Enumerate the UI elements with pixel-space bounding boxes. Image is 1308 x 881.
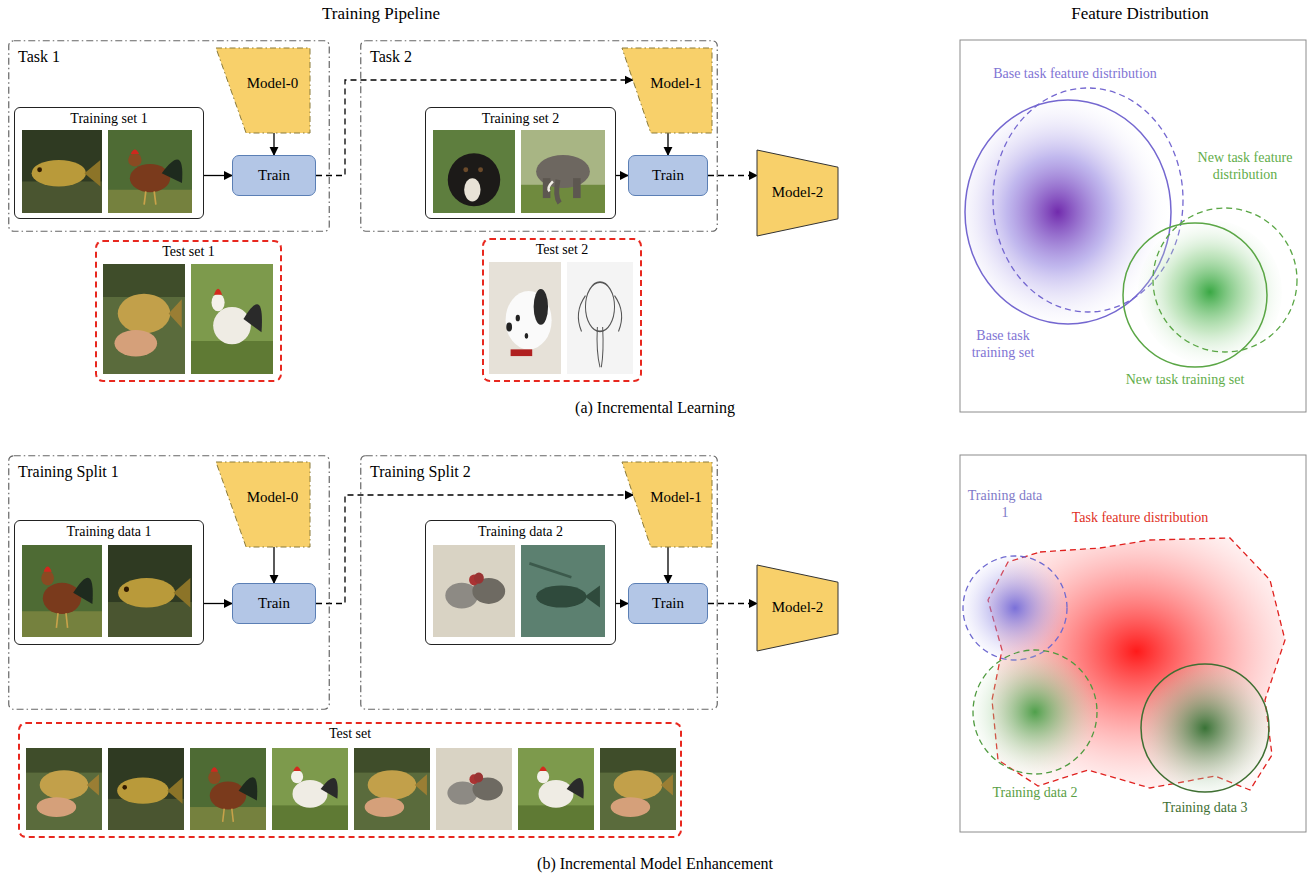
model-name: Model-0 xyxy=(247,489,299,506)
task-box: Training Split 2Model-1Training data 2Tr… xyxy=(360,455,718,710)
test-set-box: Test set 1 xyxy=(95,240,282,382)
training-set-box: Training set 2 xyxy=(425,107,616,219)
model-handoff-arrow xyxy=(316,80,633,176)
flow-arrow xyxy=(273,547,274,583)
flow-arrow xyxy=(204,175,232,176)
set-title: Test set 2 xyxy=(488,242,636,258)
model-handoff-arrow xyxy=(316,495,633,604)
train-box: Train xyxy=(628,155,708,196)
train-box: Train xyxy=(628,583,708,624)
set-title: Training data 2 xyxy=(430,524,611,540)
training-set-box: Training data 2 xyxy=(425,520,616,645)
model-name: Model-1 xyxy=(650,75,702,92)
distribution-label: Training data 2 xyxy=(955,785,1115,802)
new-feature-circle xyxy=(1153,208,1297,352)
train-label: Train xyxy=(652,595,684,612)
test-set-box: Test set xyxy=(18,722,682,838)
model-name: Model-0 xyxy=(247,75,299,92)
set-title: Test set xyxy=(24,726,676,742)
test-set-box: Test set 2 xyxy=(482,238,642,382)
figure-caption: (a) Incremental Learning xyxy=(445,398,865,417)
model-name: Model-1 xyxy=(650,489,702,506)
training-data-circle xyxy=(973,650,1097,774)
model-trapezoid: Model-0 xyxy=(216,48,310,133)
training-data-circle xyxy=(1141,664,1269,792)
train-label: Train xyxy=(258,167,290,184)
distribution-panel xyxy=(960,40,1306,412)
distribution-label: Training data 1 xyxy=(965,488,1045,522)
distribution-label: New task training set xyxy=(1085,372,1285,389)
task-box: Task 2Model-1Training set 2Train xyxy=(360,40,718,232)
column-heading: Training Pipeline xyxy=(251,4,511,24)
set-title: Training set 2 xyxy=(430,111,611,127)
flow-arrow xyxy=(667,547,668,583)
photo-thumbnails xyxy=(22,130,676,830)
training-data-circle xyxy=(963,556,1067,660)
model-handoff-arrow xyxy=(708,175,757,176)
set-title: Training data 1 xyxy=(19,524,199,540)
distribution-label: Task feature distribution xyxy=(1030,510,1250,527)
train-box: Train xyxy=(232,155,316,196)
model-trapezoid: Model-2 xyxy=(757,565,838,651)
model-trapezoid: Model-2 xyxy=(757,150,838,236)
set-title: Test set 1 xyxy=(101,244,276,260)
flow-arrow xyxy=(204,603,232,604)
model-name: Model-2 xyxy=(772,599,824,616)
training-set-box: Training data 1 xyxy=(14,520,204,645)
model-handoff-arrow xyxy=(708,603,757,604)
train-label: Train xyxy=(258,595,290,612)
distribution-label: New task feature distribution xyxy=(1185,150,1305,184)
train-box: Train xyxy=(232,583,316,624)
task-box: Task 1Model-0Training set 1Train xyxy=(8,40,330,232)
model-trapezoid: Model-0 xyxy=(216,462,310,547)
distribution-panel xyxy=(960,455,1306,832)
model-trapezoid: Model-1 xyxy=(622,462,712,547)
distribution-label: Base task training set xyxy=(962,328,1044,362)
flow-arrow xyxy=(616,175,628,176)
distribution-label: Training data 3 xyxy=(1125,800,1285,817)
distribution-label: Base task feature distribution xyxy=(955,66,1195,83)
model-trapezoid: Model-1 xyxy=(622,48,712,133)
figure-caption: (b) Incremental Model Enhancement xyxy=(445,854,865,873)
flow-arrow xyxy=(273,133,274,155)
model-name: Model-2 xyxy=(772,184,824,201)
task-box: Training Split 1Model-0Training data 1Tr… xyxy=(8,455,330,710)
flow-arrow xyxy=(616,603,628,604)
column-heading: Feature Distribution xyxy=(1010,4,1270,24)
train-label: Train xyxy=(652,167,684,184)
set-title: Training set 1 xyxy=(19,111,199,127)
flow-arrow xyxy=(667,133,668,155)
training-set-box: Training set 1 xyxy=(14,107,204,219)
